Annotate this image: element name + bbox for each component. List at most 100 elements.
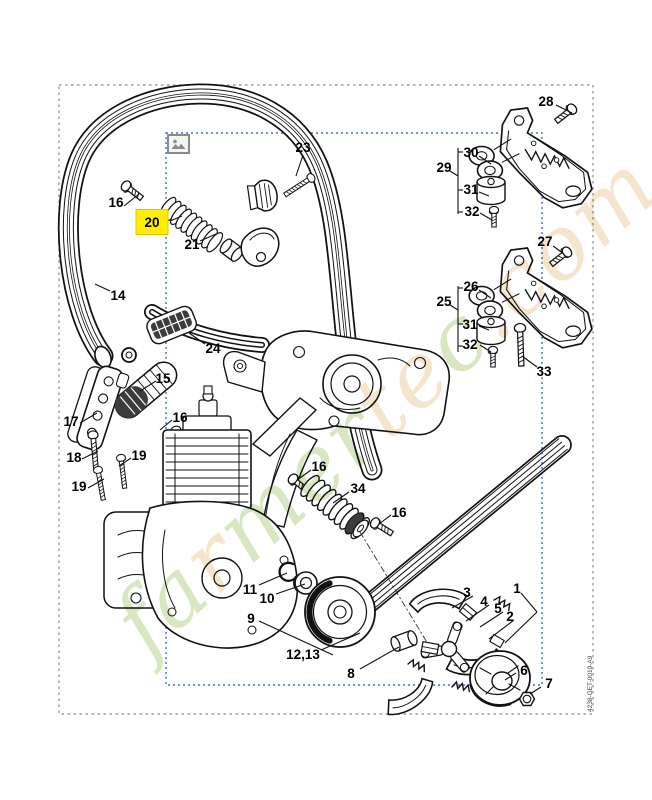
- part-label-text: 9: [247, 611, 255, 626]
- part-label-text: 16: [108, 195, 124, 210]
- part-label-text: 17: [63, 414, 78, 429]
- part-label-text: 19: [131, 448, 146, 463]
- part-label-text: 27: [537, 234, 552, 249]
- image-placeholder-icon[interactable]: [167, 134, 190, 154]
- part-label-text: 33: [536, 364, 552, 379]
- part-label-text: 19: [71, 479, 86, 494]
- part-label-3[interactable]: 3: [463, 585, 471, 600]
- part-label-text: 25: [436, 294, 452, 309]
- part-label-text: 5: [494, 601, 502, 616]
- part-label-8[interactable]: 8: [347, 666, 355, 681]
- part-label-33[interactable]: 33: [536, 364, 552, 379]
- part-label-19[interactable]: 19: [71, 479, 86, 494]
- part-label-16[interactable]: 16: [311, 459, 327, 474]
- clamp-part-22: [246, 179, 278, 212]
- part-label-text: 31: [462, 317, 478, 332]
- grip-pad: [146, 305, 198, 345]
- part-label-20-highlighted[interactable]: 20: [135, 209, 169, 235]
- part-label-11[interactable]: 11: [243, 582, 258, 597]
- pulley-group-parts-9-10-11: [278, 561, 376, 648]
- plug-part-21: [219, 227, 280, 267]
- part-label-text: 14: [110, 288, 126, 303]
- part-label-text: 12,13: [286, 647, 320, 662]
- part-label-30[interactable]: 30: [463, 145, 478, 160]
- outer-dashed-border: [58, 84, 594, 715]
- exploded-drawing: [57, 83, 593, 719]
- part-label-text: 31: [463, 182, 479, 197]
- bracket-part-17: [67, 365, 130, 451]
- part-label-10[interactable]: 10: [259, 591, 274, 606]
- part-label-4[interactable]: 4: [480, 594, 488, 609]
- part-label-5[interactable]: 5: [494, 601, 502, 616]
- part-label-text: 16: [311, 459, 327, 474]
- part-label-text: 30: [463, 145, 478, 160]
- part-label-17[interactable]: 17: [63, 414, 78, 429]
- part-label-text: 8: [347, 666, 355, 681]
- part-label-text: 3: [463, 585, 471, 600]
- part-label-27[interactable]: 27: [537, 234, 552, 249]
- part-label-28[interactable]: 28: [538, 94, 554, 109]
- part-label-text: 29: [436, 160, 451, 175]
- spring-grip-part-15: [114, 347, 178, 419]
- part-label-text: 24: [205, 341, 221, 356]
- part-label-text: 34: [350, 481, 366, 496]
- part-label-text: 23: [295, 140, 311, 155]
- clutch-group: [379, 583, 536, 719]
- part-label-24[interactable]: 24: [205, 341, 221, 356]
- part-label-7[interactable]: 7: [545, 676, 553, 691]
- part-label-16[interactable]: 16: [391, 505, 407, 520]
- part-label-25[interactable]: 25: [436, 294, 452, 309]
- part-label-18[interactable]: 18: [66, 450, 82, 465]
- part-label-29[interactable]: 29: [436, 160, 451, 175]
- part-label-12-13[interactable]: 12,13: [286, 647, 320, 662]
- clutch-drum-part-6: [469, 650, 531, 707]
- part-label-text: 28: [538, 94, 554, 109]
- part-label-26[interactable]: 26: [463, 279, 479, 294]
- part-label-text: 15: [155, 371, 171, 386]
- part-label-text: 1: [513, 581, 521, 596]
- nut-part-7: [518, 691, 536, 707]
- part-label-32[interactable]: 32: [462, 337, 477, 352]
- part-label-21[interactable]: 21: [184, 237, 200, 252]
- part-label-31[interactable]: 31: [462, 317, 478, 332]
- part-label-text: 11: [243, 582, 258, 597]
- part-label-text: 16: [172, 410, 188, 425]
- bolt-part-23: [281, 171, 318, 200]
- screw-part-19-a: [115, 453, 130, 490]
- part-label-text: 4: [480, 594, 488, 609]
- part-label-31[interactable]: 31: [463, 182, 479, 197]
- part-label-6[interactable]: 6: [520, 663, 528, 678]
- part-label-14[interactable]: 14: [110, 288, 126, 303]
- part-label-23[interactable]: 23: [295, 140, 311, 155]
- part-label-2[interactable]: 2: [506, 609, 514, 624]
- buffer-part-31-upper: [476, 175, 506, 206]
- watermark: farmertec.com: [89, 133, 652, 678]
- part-label-text: 32: [462, 337, 477, 352]
- screw-part-19-b: [92, 465, 109, 502]
- drawing-number: 4238-GET-0010-A9: [587, 655, 594, 712]
- handle-grip-part-24: [144, 304, 270, 353]
- part-label-text: 16: [391, 505, 407, 520]
- part-label-1[interactable]: 1: [513, 581, 521, 596]
- part-label-34[interactable]: 34: [350, 481, 366, 496]
- part-label-text: 2: [506, 609, 514, 624]
- part-label-text: 20: [144, 215, 159, 230]
- spring-part-34-group: [285, 471, 429, 645]
- engine-crankcase: [103, 500, 299, 649]
- part-label-15[interactable]: 15: [155, 371, 171, 386]
- inner-dashed-border: [165, 132, 543, 686]
- part-label-19[interactable]: 19: [131, 448, 146, 463]
- part-label-16[interactable]: 16: [108, 195, 124, 210]
- part-label-16[interactable]: 16: [172, 410, 188, 425]
- part-label-text: 32: [464, 204, 479, 219]
- part-label-32[interactable]: 32: [464, 204, 479, 219]
- highlight-box: [135, 209, 169, 235]
- part-label-9[interactable]: 9: [247, 611, 255, 626]
- part-label-text: 7: [545, 676, 553, 691]
- screw-part-32-upper: [488, 205, 500, 228]
- leader-lines: [79, 104, 573, 695]
- part-label-text: 10: [259, 591, 274, 606]
- part-label-text: 26: [463, 279, 479, 294]
